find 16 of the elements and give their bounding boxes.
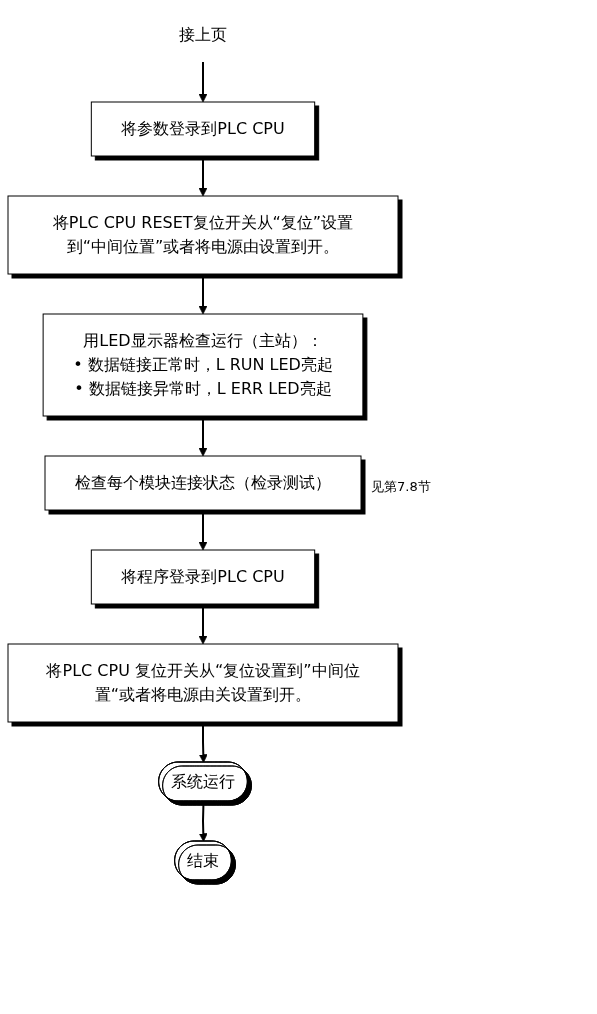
node-box: 将PLC CPU RESET复位开关从“复位”设置到“中间位置”或者将电源由设置到开。 <box>7 195 399 275</box>
node-text: 接上页 <box>179 25 227 44</box>
arrow <box>198 800 208 842</box>
arrow <box>198 721 208 763</box>
node-box: 将参数登录到PLC CPU <box>90 101 316 157</box>
arrow <box>198 509 208 551</box>
node-box: 将程序登录到PLC CPU <box>90 549 316 605</box>
node-box: 检查每个模块连接状态（检录测试） <box>44 455 362 511</box>
arrow <box>198 603 208 645</box>
arrow <box>198 61 208 103</box>
node-box: 用LED显示器检查运行（主站）： • 数据链接正常时，L RUN LED亮起 • 数据链接异常时，L ERR LED亮起 <box>42 313 364 417</box>
node-box: 将PLC CPU 复位开关从“复位设置到”中间位置“或者将电源由关设置到开。 <box>7 643 399 723</box>
section-reference: 见第7.8节 <box>371 478 431 496</box>
arrow <box>198 155 208 197</box>
arrow <box>198 273 208 315</box>
arrow <box>198 415 208 457</box>
